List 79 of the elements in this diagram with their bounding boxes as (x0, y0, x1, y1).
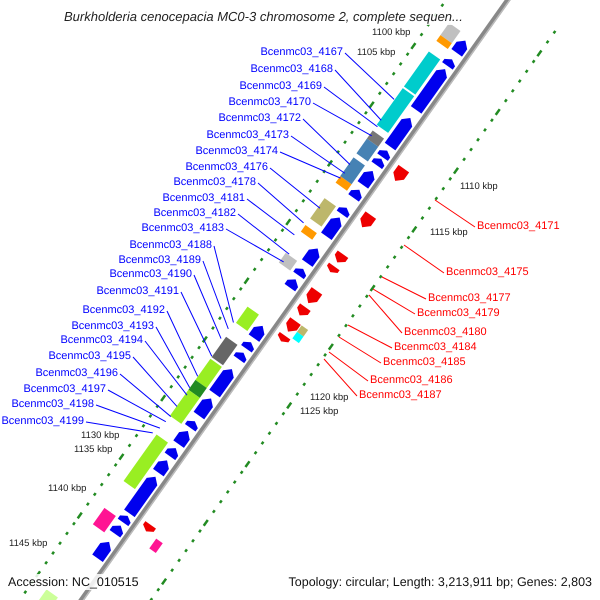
leader-line (324, 358, 358, 396)
gene-label: Bcenmc03_4185 (383, 356, 466, 368)
gene-label: Bcenmc03_4169 (239, 80, 322, 92)
gene-label: Bcenmc03_4193 (71, 320, 154, 332)
leader-line (194, 274, 222, 340)
leader-line (156, 326, 190, 388)
leader-line (324, 86, 378, 128)
leader-line (132, 356, 178, 407)
scale-label: 1135 kbp (74, 445, 112, 455)
gene-label: Bcenmc03_4176 (185, 161, 268, 173)
gene-label: Bcenmc03_4191 (96, 285, 179, 297)
leader-line (334, 70, 382, 121)
gene-label: Bcenmc03_4186 (370, 374, 453, 386)
gene-label: Bcenmc03_4171 (477, 220, 560, 232)
scale-label: 1105 kbp (357, 48, 396, 58)
gene-label: Bcenmc03_4194 (60, 334, 143, 346)
gene-label: Bcenmc03_4196 (35, 367, 118, 379)
gene-label: Bcenmc03_4198 (11, 398, 94, 410)
gene-label: Bcenmc03_4168 (250, 63, 333, 75)
leader-line (120, 374, 172, 418)
gene-label: Bcenmc03_4179 (417, 307, 500, 319)
gene-label: Bcenmc03_4188 (129, 239, 212, 251)
scale-label: 1100 kbp (372, 28, 410, 38)
leader-line (302, 118, 350, 166)
gene-label: Bcenmc03_4190 (109, 268, 192, 280)
leader-line (108, 390, 166, 422)
gene-label: Bcenmc03_4172 (218, 112, 301, 124)
leader-line (214, 246, 234, 323)
gene-label: Bcenmc03_4199 (1, 415, 84, 427)
scale-label: 1140 kbp (48, 484, 86, 494)
leader-line (270, 168, 321, 209)
gene-label: Bcenmc03_4187 (359, 389, 442, 401)
gene-label: Bcenmc03_4197 (23, 383, 106, 395)
scale-label: 1115 kbp (430, 228, 468, 238)
leader-line (180, 292, 212, 357)
scale-label: 1120 kbp (310, 393, 348, 403)
info-text: Topology: circular; Length: 3,213,911 bp; Genes: 2,803 (288, 574, 592, 590)
leader-line (338, 336, 382, 364)
gene-label: Bcenmc03_4189 (118, 254, 201, 266)
leader-line (344, 52, 395, 100)
gene-label: Bcenmc03_4184 (394, 341, 477, 353)
leader-line (166, 310, 198, 377)
leader-line (434, 200, 476, 228)
gene-label: Bcenmc03_4178 (173, 176, 256, 188)
leader-line (290, 136, 346, 174)
gene-label: Bcenmc03_4173 (206, 129, 289, 141)
leader-line (202, 260, 229, 330)
leader-line (404, 244, 444, 274)
scale-label: 1145 kbp (9, 539, 48, 549)
gene-label: Bcenmc03_4177 (428, 292, 511, 304)
leader-line (86, 422, 154, 434)
leader-line (312, 102, 372, 136)
leader-line (368, 294, 402, 334)
leader-line (226, 228, 284, 262)
gene-label: Bcenmc03_4183 (141, 222, 224, 234)
gene-label: Bcenmc03_4170 (228, 96, 311, 108)
gene-label: Bcenmc03_4167 (260, 46, 343, 58)
gene-label: Bcenmc03_4182 (153, 207, 236, 219)
gene-label: Bcenmc03_4195 (48, 350, 131, 362)
leader-line (238, 214, 290, 255)
leader-line (372, 288, 416, 314)
scale-label: 1110 kbp (460, 182, 498, 192)
title: Burkholderia cenocepacia MC0-3 chromosome 2, complete sequen... (64, 9, 463, 25)
leader-line (96, 404, 160, 429)
gene-label: Bcenmc03_4181 (162, 192, 245, 204)
leader-line (328, 352, 368, 382)
leader-line (348, 324, 392, 348)
leader-line (280, 152, 342, 179)
gene-label: Bcenmc03_4180 (404, 326, 487, 338)
gene-label: Bcenmc03_4192 (82, 304, 165, 316)
scale-label: 1130 kbp (81, 431, 120, 441)
gene-label: Bcenmc03_4174 (195, 145, 278, 157)
leader-line (258, 182, 304, 224)
scale-label: 1125 kbp (300, 407, 338, 417)
gene-label: Bcenmc03_4175 (446, 266, 529, 278)
leader-line (246, 198, 295, 236)
leader-line (382, 276, 426, 300)
info-text: Accession: NC_010515 (8, 574, 139, 590)
leader-line (144, 340, 188, 396)
